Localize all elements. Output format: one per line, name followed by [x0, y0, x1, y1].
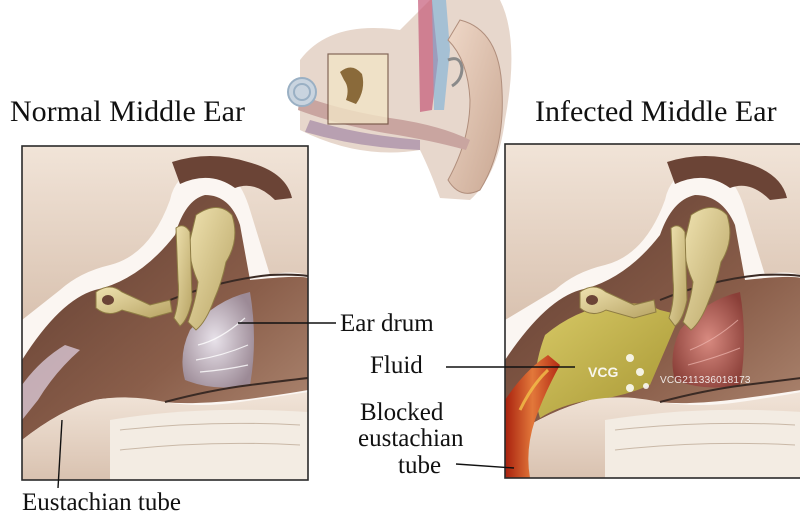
ear-drum-label: Ear drum	[340, 310, 434, 337]
normal-ear-title: Normal Middle Ear	[10, 95, 245, 128]
watermark-logo: VCG	[588, 364, 619, 380]
blocked-label-line3: tube	[398, 452, 442, 479]
watermark-id: VCG211336018173	[660, 375, 751, 386]
infected-ear-title: Infected Middle Ear	[535, 95, 777, 128]
watermark: VCG VCG211336018173	[588, 350, 800, 408]
watermark-logo-mark	[626, 354, 649, 392]
infected-ear-panel	[504, 143, 800, 479]
ear-overview	[287, 0, 512, 200]
eustachian-tube-label: Eustachian tube	[22, 489, 181, 516]
leader-lines	[57, 322, 575, 489]
fluid-label: Fluid	[370, 352, 423, 379]
eustachian-leader	[57, 419, 63, 489]
normal-ear-panel	[21, 145, 309, 481]
blocked-label-line2: eustachian	[358, 425, 464, 452]
blocked-label-line1: Blocked	[360, 399, 444, 426]
blocked-tube-leader	[455, 463, 515, 469]
